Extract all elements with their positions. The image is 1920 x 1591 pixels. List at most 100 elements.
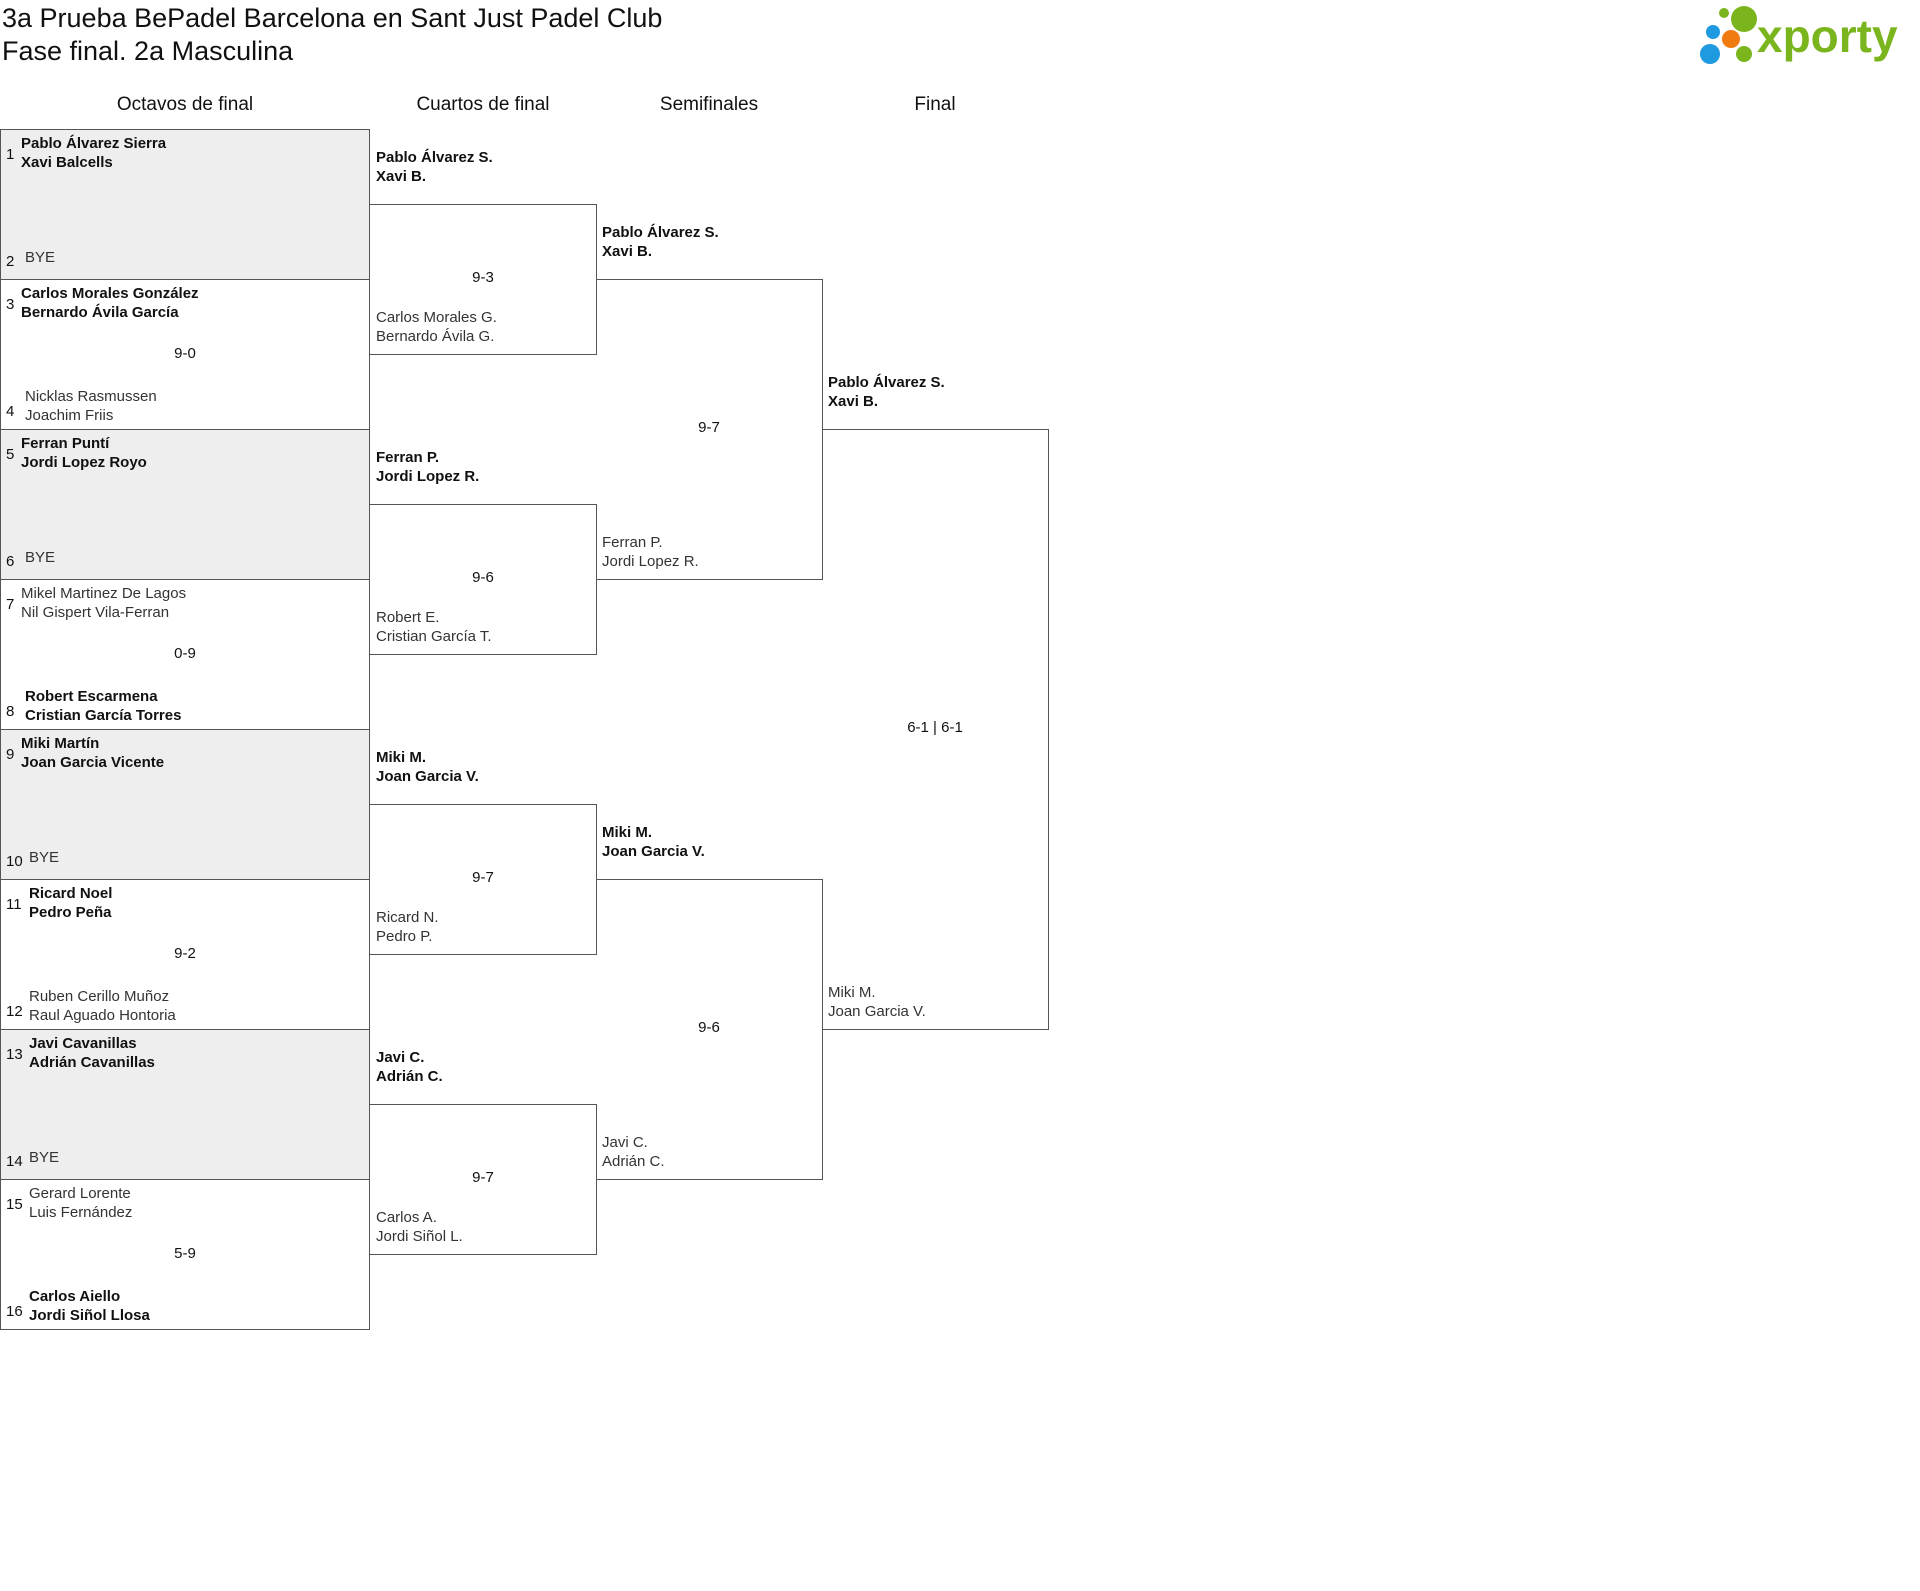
- player-name: Adrián C.: [376, 1068, 443, 1085]
- player-name: Luis Fernández: [29, 1204, 133, 1221]
- player-name: Carlos Morales González: [21, 285, 199, 302]
- round-header-qf: Cuartos de final: [416, 94, 550, 115]
- seed-number: 16: [6, 1303, 23, 1320]
- player-name: Gerard Lorente: [29, 1185, 131, 1202]
- player-name: Javi Cavanillas: [29, 1035, 137, 1052]
- logo-dot: [1731, 6, 1757, 32]
- player-name: Jordi Lopez R.: [602, 553, 699, 570]
- team-bottom: BYE: [29, 1148, 59, 1167]
- player-name: Pablo Álvarez S.: [828, 374, 945, 391]
- page-subtitle: Fase final. 2a Masculina: [2, 36, 294, 66]
- player-name: Ferran Puntí: [21, 435, 110, 452]
- logo-dot: [1719, 8, 1729, 18]
- match-score: 9-7: [472, 1169, 494, 1186]
- player-name: Miki M.: [376, 749, 427, 766]
- team-top: Pablo Álvarez S.Xavi B.: [828, 373, 945, 411]
- seed-number: 7: [6, 596, 15, 613]
- seed-number: 13: [6, 1046, 23, 1063]
- player-name: BYE: [25, 249, 56, 266]
- player-name: Robert Escarmena: [25, 688, 158, 705]
- player-name: Jordi Lopez R.: [376, 468, 480, 485]
- player-name: Cristian García Torres: [25, 707, 182, 724]
- seed-number: 4: [6, 403, 15, 420]
- match-score: 9-2: [174, 945, 196, 962]
- team-top: Pablo Álvarez S. Xavi B.: [602, 223, 719, 261]
- player-name: Mikel Martinez De Lagos: [21, 585, 187, 602]
- player-name: Jordi Siñol Llosa: [29, 1307, 150, 1324]
- seed-number: 15: [6, 1196, 23, 1213]
- seed-number: 2: [6, 253, 15, 270]
- seed-number: 8: [6, 703, 15, 720]
- player-name: Raul Aguado Hontoria: [29, 1007, 176, 1024]
- team-bottom: Ferran P. Jordi Lopez R.: [602, 533, 699, 571]
- player-name: Javi C.: [602, 1134, 648, 1151]
- player-name: Pablo Álvarez S.: [602, 224, 719, 241]
- player-name: Pablo Álvarez S.: [376, 149, 493, 166]
- player-name: Bernardo Ávila G.: [376, 328, 495, 345]
- player-name: BYE: [25, 549, 56, 566]
- seed-number: 12: [6, 1003, 23, 1020]
- match-score: 9-7: [472, 869, 494, 886]
- match-score: 5-9: [174, 1245, 196, 1262]
- team-bottom: BYE: [25, 548, 55, 567]
- logo-dot: [1706, 25, 1720, 39]
- team-top: Pablo Álvarez S.Xavi B.: [376, 148, 493, 186]
- player-name: BYE: [29, 1149, 60, 1166]
- xporty-logo: xporty: [1700, 6, 1898, 64]
- match-score: 0-9: [174, 645, 196, 662]
- round-header-r16: Octavos de final: [116, 94, 254, 115]
- seed-number: 1: [6, 146, 15, 163]
- player-name: Nil Gispert Vila-Ferran: [21, 604, 170, 621]
- team-bottom: BYE: [25, 248, 55, 267]
- team-top: Javi C.Adrián C.: [376, 1048, 443, 1086]
- team-top: Miki M. Joan Garcia V.: [376, 748, 479, 786]
- match-score: 9-6: [472, 569, 494, 586]
- team-bottom: Ricard N.Pedro P.: [376, 908, 439, 946]
- team-bottom: Javi C.Adrián C.: [602, 1133, 665, 1171]
- team-bottom: Carlos Morales G. Bernardo Ávila G.: [376, 308, 497, 346]
- seed-number: 11: [6, 896, 22, 913]
- player-name: Ferran P.: [602, 534, 663, 551]
- seed-number: 9: [6, 746, 15, 763]
- player-name: Carlos Morales G.: [376, 309, 497, 326]
- player-name: Miki M.: [828, 984, 876, 1001]
- seed-number: 3: [6, 296, 15, 313]
- player-name: Xavi B.: [602, 243, 653, 260]
- logo-text: xporty: [1757, 10, 1898, 62]
- team-bottom: Robert E.Cristian García T.: [376, 608, 492, 646]
- team-top: Miki M.Joan Garcia V.: [602, 823, 705, 861]
- player-name: Joan Garcia V.: [376, 768, 479, 785]
- match-score: 9-3: [472, 269, 494, 286]
- player-name: Joachim Friis: [25, 407, 114, 424]
- player-name: Jordi Siñol L.: [376, 1228, 463, 1245]
- round-header-final: Final: [914, 94, 956, 115]
- player-name: Ferran P.: [376, 449, 440, 466]
- logo-dot: [1700, 44, 1720, 64]
- player-name: Ricard N.: [376, 909, 439, 926]
- seed-number: 10: [6, 853, 23, 870]
- player-name: Adrián Cavanillas: [29, 1054, 155, 1071]
- player-name: Ricard Noel: [29, 885, 113, 902]
- player-name: Carlos A.: [376, 1209, 437, 1226]
- player-name: Joan Garcia Vicente: [21, 754, 165, 771]
- seed-number: 6: [6, 553, 15, 570]
- player-name: Joan Garcia V.: [602, 843, 705, 860]
- player-name: Robert E.: [376, 609, 440, 626]
- match-score: 9-6: [698, 1019, 720, 1036]
- player-name: Nicklas Rasmussen: [25, 388, 157, 405]
- player-name: Carlos Aiello: [29, 1288, 121, 1305]
